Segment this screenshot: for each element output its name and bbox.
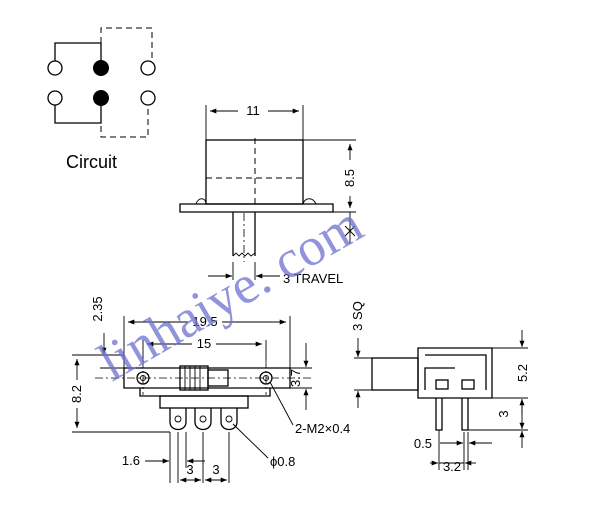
contact-common-bottom	[93, 90, 109, 106]
side-height-label: 8.5	[342, 169, 357, 187]
pin-width-label: 1.6	[122, 453, 140, 468]
pin-left	[169, 408, 187, 431]
hole-pitch-label: 15	[197, 336, 211, 351]
top-offset-label: 2.35	[90, 296, 105, 321]
pitch-right-label: 3	[212, 462, 219, 477]
pin-right	[220, 408, 238, 431]
pin-middle	[194, 408, 212, 431]
contact-open-top-left	[47, 60, 63, 76]
contact-open-top-right	[140, 60, 156, 76]
side-view-flange	[179, 203, 334, 213]
mount-label: 3.7	[288, 369, 303, 387]
right-height-label: 5.2	[515, 364, 530, 382]
front-view-base	[159, 395, 249, 409]
circuit-link-right-top	[100, 27, 153, 61]
contact-common-top	[93, 60, 109, 76]
pin-thickness-label: 0.5	[414, 436, 432, 451]
circuit-link-left-bottom	[54, 105, 102, 124]
pin-diameter-label: ϕ0.8	[270, 454, 295, 469]
circuit-link-right-bottom	[100, 105, 149, 138]
right-view-actuator	[371, 357, 419, 391]
side-view-actuator	[232, 212, 256, 256]
screw-label: 2-M2×0.4	[295, 421, 350, 436]
side-view: 11 8.5 3 TRAVEL	[179, 103, 357, 286]
circuit-label: Circuit	[66, 152, 117, 172]
front-height-label: 8.2	[69, 385, 84, 403]
overall-width-label: 19.5	[192, 314, 217, 329]
pitch-left-label: 3	[186, 462, 193, 477]
pin-length-label: 3	[496, 410, 511, 417]
contact-open-bottom-right	[140, 90, 156, 106]
travel-label: 3 TRAVEL	[283, 271, 343, 286]
circuit-diagram: Circuit	[47, 27, 156, 172]
right-view-pins	[435, 398, 469, 431]
front-view: 2.35 8.2 19.5 15 3.7 2-M2×0.4 ϕ0.8	[69, 296, 350, 483]
circuit-link-left-top	[54, 42, 102, 61]
contact-open-bottom-left	[47, 90, 63, 106]
actuator-size-label: 3 SQ	[350, 301, 365, 331]
right-view: 3 SQ 5.2 3 0.5 3.2	[350, 301, 530, 474]
pin-spacing-label: 3.2	[443, 459, 461, 474]
watermark: linhaiye. com	[88, 193, 373, 392]
side-width-label: 11	[246, 103, 260, 118]
